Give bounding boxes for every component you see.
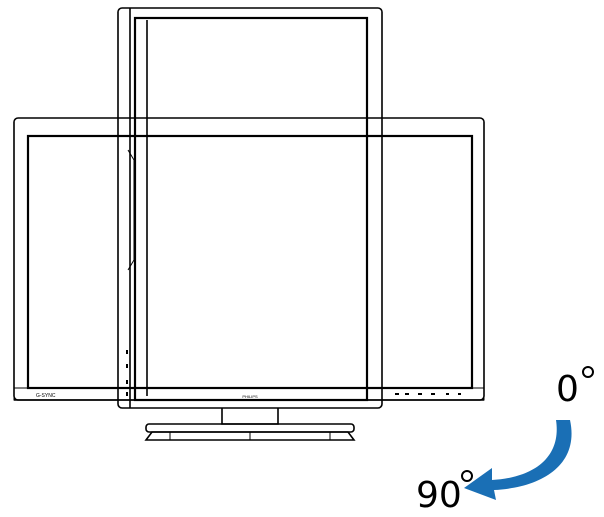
brand-text: PHILIPS <box>242 394 258 399</box>
rotation-arrow-icon <box>464 420 572 500</box>
landscape-monitor <box>13 117 485 401</box>
degree-symbol <box>582 366 594 378</box>
angle-label-end: 90 <box>416 475 462 516</box>
portrait-monitor <box>117 7 383 409</box>
degree-symbol <box>461 470 473 482</box>
angle-label-start: 0 <box>556 369 579 410</box>
sync-text: G-SYNC <box>36 393 56 399</box>
bezel-details: PHILIPS G-SYNC <box>36 350 461 399</box>
monitor-stand <box>144 408 356 441</box>
